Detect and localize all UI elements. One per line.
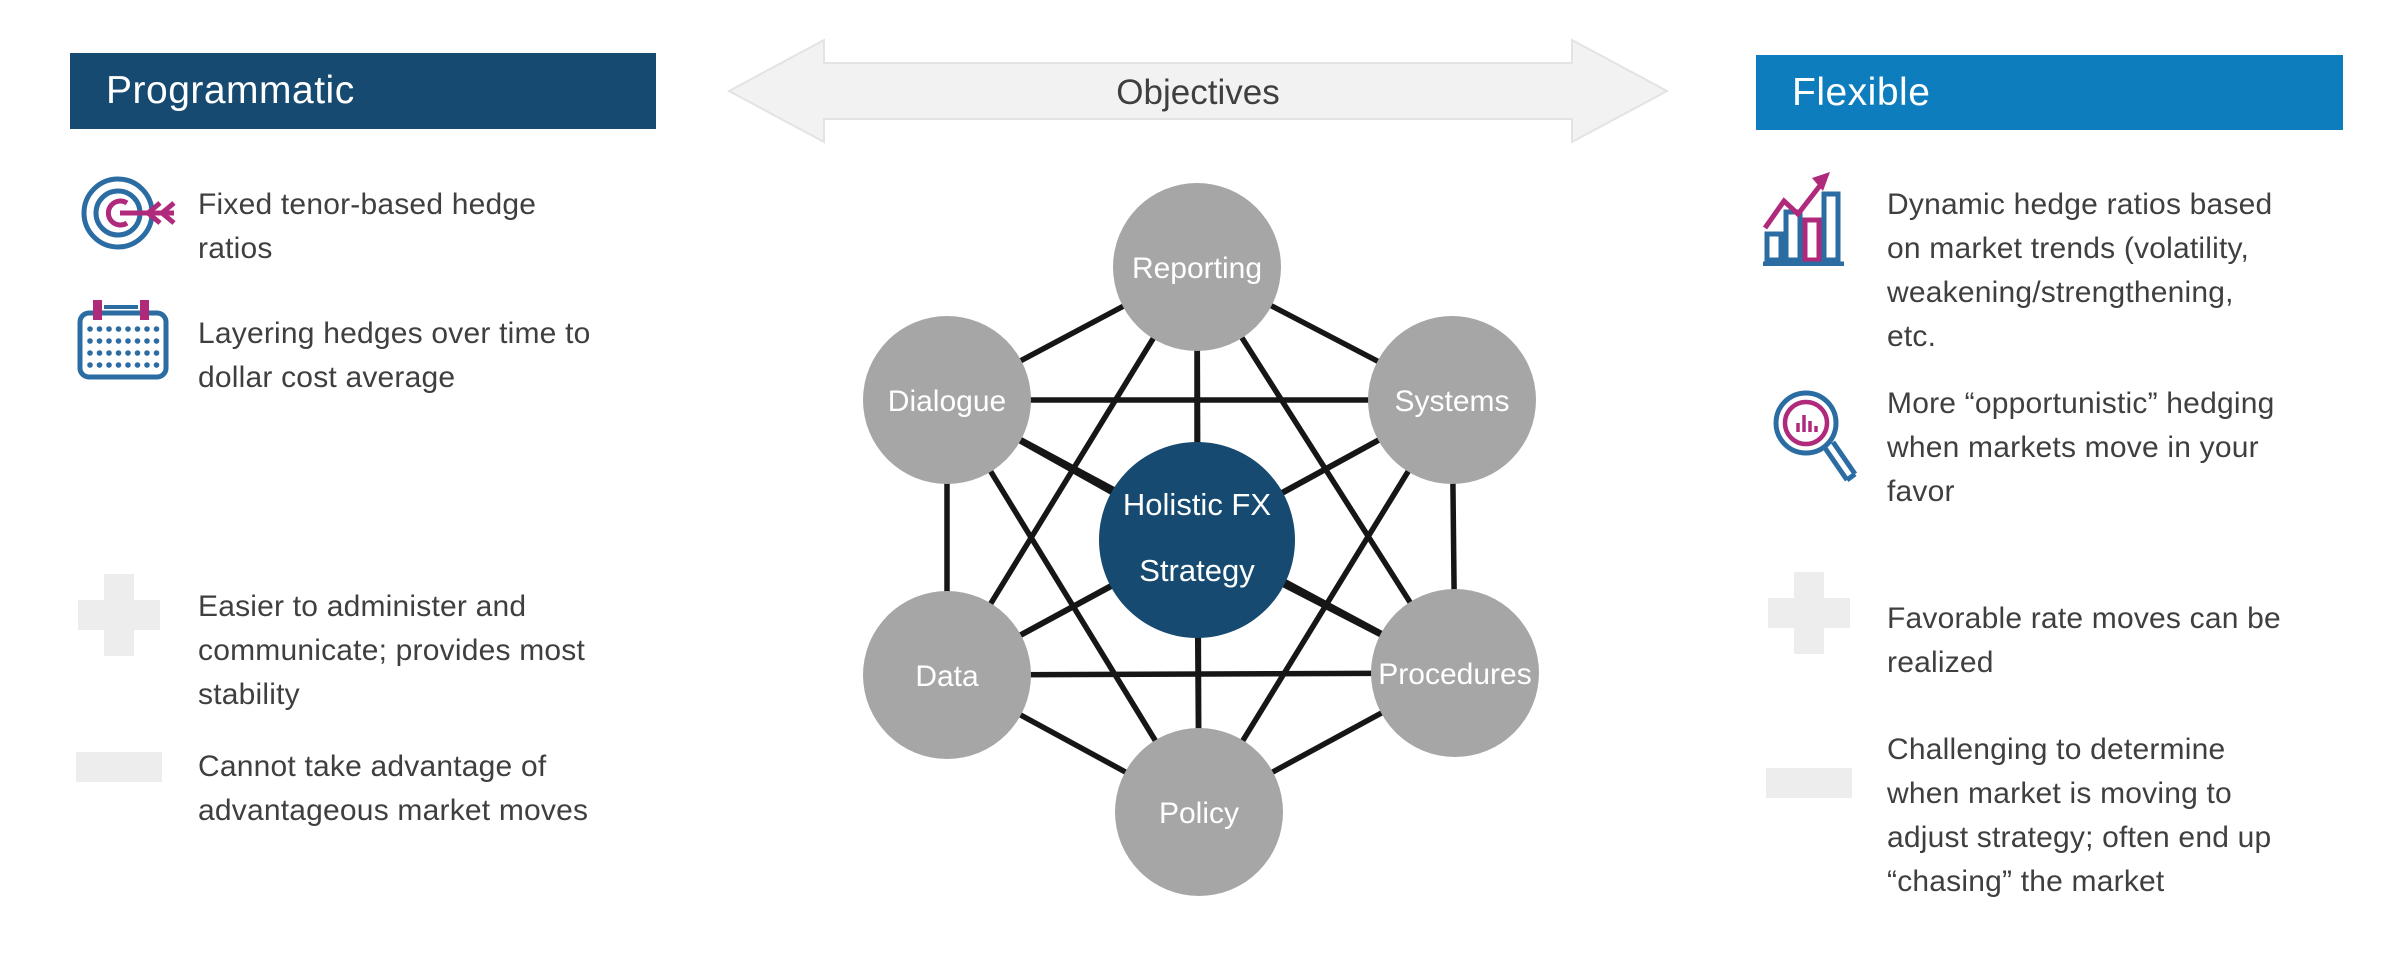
flexible-item-3-text: Favorable rate moves can be realized — [1887, 602, 2281, 679]
network-nodes: Reporting Dialogue Systems Data Procedur… — [863, 183, 1539, 896]
trend-barchart-icon — [1762, 172, 1844, 266]
flexible-header: Flexible — [1756, 55, 2343, 130]
hub-circle — [1099, 442, 1295, 638]
node-policy-label: Policy — [1159, 797, 1239, 830]
node-data — [863, 591, 1031, 759]
calendar-icon — [77, 300, 169, 380]
plus-icon — [78, 574, 160, 656]
programmatic-header: Programmatic — [70, 53, 656, 129]
minus-icon — [76, 752, 162, 782]
magnifier-chart-icon — [1773, 390, 1858, 482]
programmatic-header-label: Programmatic — [106, 69, 355, 112]
flexible-item-1-text: Dynamic hedge ratios based on market tre… — [1887, 188, 2273, 353]
target-arrow-icon — [81, 176, 176, 250]
programmatic-item-4-text: Cannot take advantage of advantageous ma… — [198, 750, 589, 827]
objectives-arrow: Objectives — [726, 38, 1670, 144]
node-policy — [1115, 728, 1283, 896]
node-data-label: Data — [915, 660, 979, 693]
node-procedures-label: Procedures — [1378, 658, 1531, 691]
node-reporting-label: Reporting — [1132, 252, 1262, 285]
flexible-item-2-text: More “opportunistic” hedging when market… — [1887, 387, 2275, 508]
node-procedures — [1371, 589, 1539, 757]
programmatic-item-2-text: Layering hedges over time to dollar cost… — [198, 317, 591, 394]
node-dialogue-label: Dialogue — [888, 385, 1006, 418]
hub-label-line1: Holistic FX — [1123, 487, 1271, 522]
plus-icon — [1768, 572, 1850, 654]
programmatic-item-1-text: Fixed tenor-based hedge ratios — [198, 188, 537, 265]
node-dialogue — [863, 316, 1031, 484]
flexible-header-label: Flexible — [1792, 70, 1931, 114]
flexible-item-4-text: Challenging to determine when market is … — [1887, 733, 2272, 898]
objectives-arrow-shape — [726, 38, 1670, 144]
node-systems-label: Systems — [1394, 385, 1509, 418]
hub-label-line2: Strategy — [1139, 553, 1255, 588]
objectives-label: Objectives — [1116, 73, 1279, 112]
minus-icon — [1766, 768, 1852, 798]
programmatic-item-3-text: Easier to administer and communicate; pr… — [198, 590, 586, 711]
node-reporting — [1113, 183, 1281, 351]
hub-node: Holistic FX Strategy — [1099, 442, 1295, 638]
node-systems — [1368, 316, 1536, 484]
